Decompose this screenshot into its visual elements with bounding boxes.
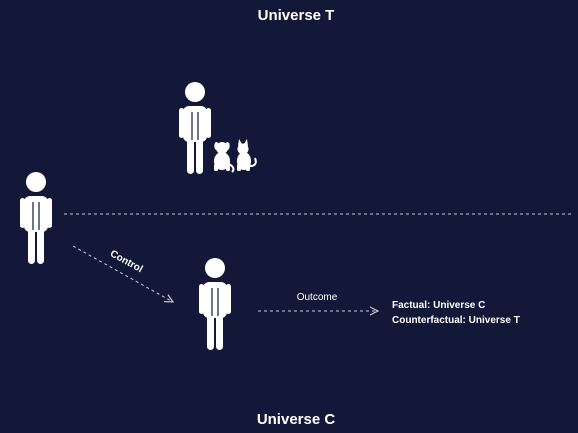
person-icon-universe-c <box>198 257 232 351</box>
cat-icon <box>237 139 257 171</box>
factual-text: Factual: Universe C <box>392 300 485 311</box>
person-icon-left <box>19 171 53 265</box>
control-label: Control <box>108 248 145 275</box>
title-universe-c: Universe C <box>257 411 336 428</box>
title-universe-t: Universe T <box>258 7 335 24</box>
counterfactual-text: Counterfactual: Universe T <box>392 315 520 326</box>
dog-icon <box>214 142 235 173</box>
person-icon-universe-t <box>178 81 212 175</box>
control-arrow <box>72 245 173 302</box>
outcome-label: Outcome <box>297 292 338 303</box>
